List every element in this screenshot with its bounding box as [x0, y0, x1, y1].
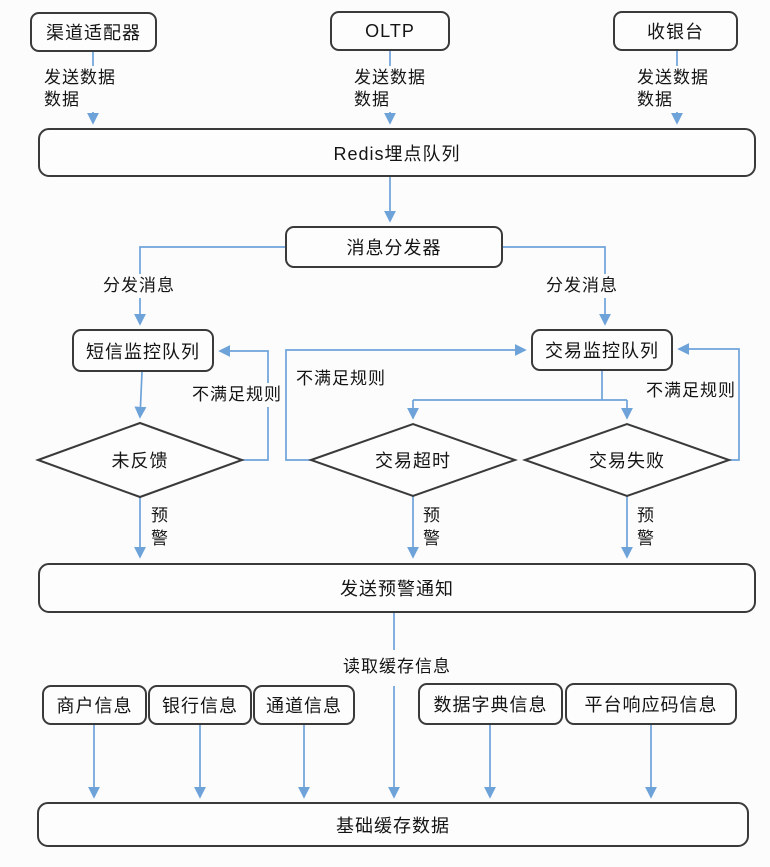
edge-label-send-data-right: 发送数据 数据 [635, 66, 711, 112]
dispatch-message-text: 分发消息 [103, 276, 175, 295]
edge-label-alert-middle: 预 警 [421, 503, 443, 551]
node-redis-queue: Redis埋点队列 [38, 128, 756, 177]
node-bank-info: 银行信息 [148, 685, 252, 725]
send-data-line2: 数据 [637, 90, 673, 109]
send-data-line1: 发送数据 [354, 68, 426, 87]
node-sms-monitor-queue-label: 短信监控队列 [86, 341, 200, 362]
node-no-feedback-label: 未反馈 [80, 448, 200, 472]
node-sms-monitor-queue: 短信监控队列 [72, 329, 214, 372]
node-cashier-label: 收银台 [647, 22, 704, 42]
dispatch-message-text: 分发消息 [546, 276, 618, 295]
node-redis-queue-label: Redis埋点队列 [333, 143, 461, 164]
send-data-line1: 发送数据 [637, 68, 709, 87]
node-channel-info: 通道信息 [253, 685, 355, 725]
trade-failed-text: 交易失败 [589, 451, 665, 471]
node-no-feedback-shape [35, 421, 245, 499]
alert-char2: 警 [423, 529, 441, 548]
node-channel-info-label: 通道信息 [266, 696, 342, 716]
node-send-alert: 发送预警通知 [38, 563, 756, 613]
rule-not-met-text: 不满足规则 [192, 385, 282, 404]
edge-dispatcher-to-trade-queue [503, 246, 611, 326]
edge-sms-queue-to-no-feedback [134, 371, 147, 419]
edge-timeout-loop-to-trade-queue [285, 344, 527, 461]
rule-not-met-text: 不满足规则 [296, 369, 386, 388]
edge-label-alert-left: 预 警 [149, 503, 171, 551]
node-platform-resp-info: 平台响应码信息 [565, 683, 737, 725]
alert-char1: 预 [423, 506, 441, 525]
node-platform-resp-info-label: 平台响应码信息 [584, 695, 718, 715]
edge-label-rule-not-met-middle: 不满足规则 [294, 367, 388, 391]
edge-label-rule-not-met-right: 不满足规则 [644, 379, 738, 403]
node-cashier: 收银台 [613, 11, 738, 51]
edge-trade-queue-split [413, 371, 627, 401]
node-send-alert-label: 发送预警通知 [340, 579, 454, 599]
send-data-line2: 数据 [354, 90, 390, 109]
send-data-line2: 数据 [44, 90, 80, 109]
alert-char2: 警 [637, 529, 655, 548]
node-channel-adapter: 渠道适配器 [30, 12, 157, 52]
node-trade-failed-shape [521, 422, 733, 498]
send-data-line1: 发送数据 [44, 68, 116, 87]
read-cache-text: 读取缓存信息 [343, 657, 451, 676]
node-base-cache: 基础缓存数据 [37, 802, 749, 847]
edge-label-alert-right: 预 警 [635, 503, 657, 551]
node-trade-timeout-shape [307, 422, 519, 498]
node-oltp: OLTP [330, 11, 450, 51]
node-base-cache-label: 基础缓存数据 [336, 815, 450, 836]
node-trade-monitor-queue: 交易监控队列 [531, 329, 673, 371]
node-dispatcher: 消息分发器 [285, 226, 503, 268]
node-trade-timeout-label: 交易超时 [353, 448, 473, 472]
node-oltp-label: OLTP [365, 20, 415, 41]
edge-label-send-data-middle: 发送数据 数据 [352, 66, 428, 112]
edge-label-dispatch-right: 分发消息 [544, 274, 620, 298]
alert-char1: 预 [637, 506, 655, 525]
trade-timeout-text: 交易超时 [375, 451, 451, 471]
edge-label-dispatch-left: 分发消息 [101, 274, 177, 298]
node-channel-adapter-label: 渠道适配器 [46, 23, 141, 43]
node-merchant-info-label: 商户信息 [56, 696, 133, 716]
edge-dispatcher-to-sms-queue [134, 246, 285, 326]
node-merchant-info: 商户信息 [42, 685, 147, 725]
no-feedback-text: 未反馈 [111, 451, 169, 471]
edge-label-send-data-left: 发送数据 数据 [42, 66, 118, 112]
edge-label-read-cache: 读取缓存信息 [341, 655, 453, 679]
node-trade-failed-label: 交易失败 [567, 448, 687, 472]
node-trade-monitor-queue-label: 交易监控队列 [545, 341, 659, 361]
alert-char2: 警 [151, 529, 169, 548]
edge-failed-loop-to-trade-queue [677, 343, 740, 461]
rule-not-met-text: 不满足规则 [646, 381, 736, 400]
node-bank-info-label: 银行信息 [162, 696, 238, 716]
node-data-dict-info: 数据字典信息 [418, 683, 563, 725]
node-dispatcher-label: 消息分发器 [346, 238, 442, 258]
edge-label-rule-not-met-left: 不满足规则 [190, 383, 284, 407]
node-data-dict-info-label: 数据字典信息 [433, 695, 548, 715]
alert-char1: 预 [151, 506, 169, 525]
